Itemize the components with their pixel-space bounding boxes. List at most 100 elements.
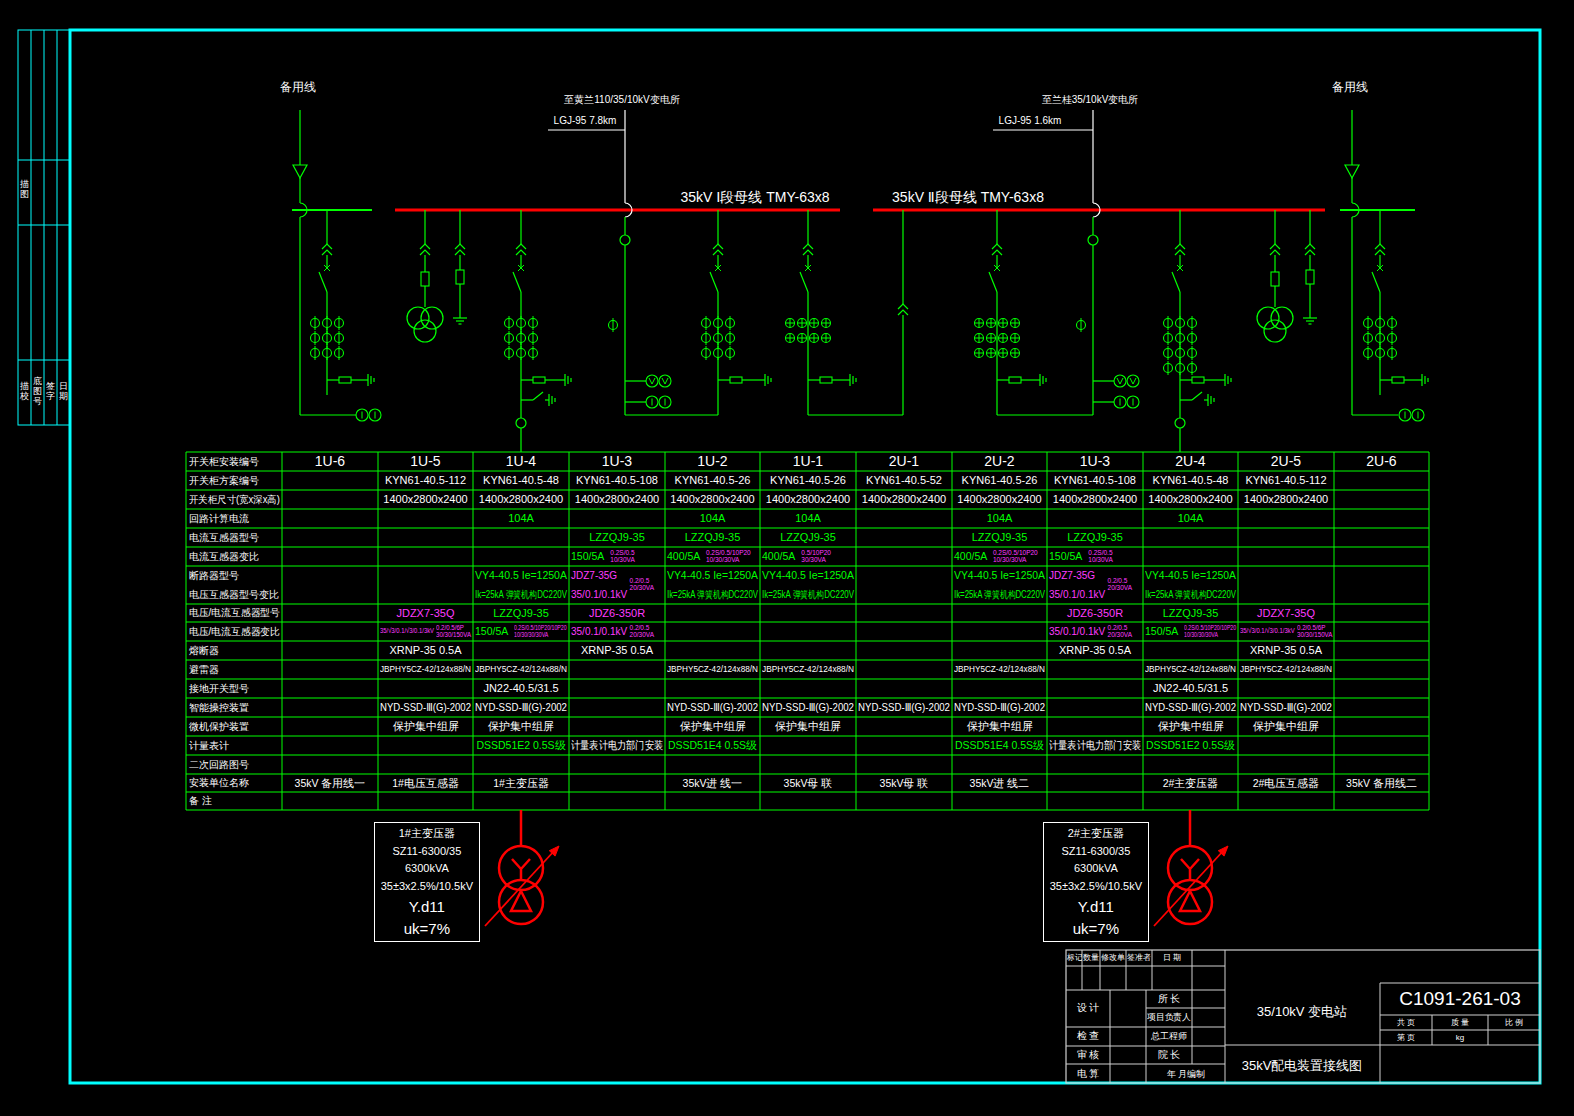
busbar [1340,209,1415,211]
wire [902,210,903,304]
margin-label: 描 图 [20,180,29,200]
table-cell: 保护集中组屏 [680,720,746,733]
meter-symbol [1117,378,1123,384]
table-cell: 2U-5 [1271,453,1301,469]
transformer-winding [1168,846,1212,890]
wire [521,399,533,400]
title-block [1192,990,1193,1064]
meter-symbol [649,378,655,384]
title-block [1152,950,1153,990]
table-cell: XRNP-35 0.5A [389,644,461,657]
arrow-head [1218,846,1228,856]
wire [1351,217,1352,415]
title-block-text: 修改单 [1101,953,1125,962]
current-transformer [327,331,328,345]
table-cell: 0.2S/0.5/10P20/10P20 10/30/30/30VA [514,625,567,639]
ground-symbol [1427,378,1428,382]
wire [424,255,425,272]
table-grid [1143,452,1144,810]
current-transformer [1180,316,1181,330]
meter-symbol [646,396,658,408]
table-grid [186,736,1429,737]
table-cell: 0.5/10P20 30/30VA [801,550,831,564]
info-text: 35±3x2.5%/10.5kV [381,880,473,893]
table-cell: 1U-3 [1080,453,1110,469]
table-cell: 0.2/0.5/6P 30/30/150VA [436,625,471,639]
ground-symbol [1424,376,1425,384]
table-grid [1334,452,1335,810]
table-cell: Ik=25kA 弹簧机构DC220V [762,589,854,601]
margin-strip [44,30,45,425]
info-box: 2#主变压器SZ11-6300/356300kVA35±3x2.5%/10.5k… [1043,822,1149,942]
table-grid [186,471,1429,472]
info-text: 6300kVA [381,862,473,875]
table-cell: 1U-1 [793,453,823,469]
table-header: 备 注 [189,795,212,807]
surge-arrester [1009,377,1021,383]
wire [1180,399,1192,400]
table-cell: 1400x2800x2400 [957,493,1041,506]
current-transformer [1368,331,1369,345]
wire [742,379,765,380]
table-cell: 1#电压互感器 [392,777,459,789]
ground-symbol [855,378,856,382]
table-cell: 1U-6 [315,453,345,469]
wire [996,255,997,268]
title-block-text: 电 算 [1077,1068,1100,1080]
ground-symbol [1213,398,1214,402]
drawing-frame [70,30,1540,1083]
current-transformer [991,319,992,328]
wire [1309,284,1310,318]
title-block-text: 数量 [1083,953,1099,962]
wire [1179,210,1180,244]
title-block-text: 标记 [1067,953,1082,962]
line-label: LGJ-95 1.6km [999,115,1062,127]
leader-line [993,130,1093,131]
leader-line [548,130,625,131]
ground-symbol [370,376,371,384]
table-cell: JBPHY5CZ-42/124x88/N [380,664,471,674]
table-header: 计量表计 [189,740,229,752]
meter-symbol [1120,399,1121,406]
wire [625,380,646,381]
current-transformer [1168,331,1169,345]
current-transformer [706,316,707,330]
earthing-switch [1192,392,1202,400]
table-cell: 150/5A [475,625,508,637]
current-transformer [339,316,340,330]
table-cell: LZZQJ9-35 [972,531,1028,544]
meter-symbol [659,396,671,408]
table-header: 电压互感器型号变比 [189,589,279,601]
plug-in-contact [1375,244,1385,255]
switch-blade [989,272,997,292]
table-cell: KYN61-40.5-26 [675,474,751,487]
table-cell: 保护集中组屏 [1253,720,1319,733]
table-cell: KYN61-40.5-26 [770,474,846,487]
switch-contact [805,265,811,271]
table-cell: 1400x2800x2400 [1053,493,1137,506]
ground-symbol [1224,374,1225,386]
current-transformer [327,346,328,360]
table-cell: NYD-SSD-Ⅲ(G)-2002 [954,702,1045,714]
line-label: 备用线 [280,81,316,95]
table-cell: 35/0.1/0.1kV [1049,589,1105,601]
ground-symbol [554,398,555,402]
table-grid [186,641,1429,642]
current-transformer [315,346,316,360]
line-label: 35kV Ⅱ段母线 TMY-63x8 [892,189,1044,205]
current-transformer [1015,319,1016,328]
current-transformer [509,316,510,330]
wire [459,255,460,270]
surge-arrester [1306,270,1314,284]
ground-symbol [1210,396,1211,404]
table-cell: KYN61-40.5-48 [1153,474,1229,487]
table-cell: 2U-1 [889,453,919,469]
current-transformer [1192,346,1193,360]
table-header: 回路计算电流 [189,513,249,525]
current-transformer [533,316,534,330]
table-grid [378,452,379,810]
plug-in-contact [1270,244,1280,255]
voltage-transformer [421,307,443,329]
table-cell: 1U-2 [697,453,727,469]
plug-in-contact [420,244,430,255]
